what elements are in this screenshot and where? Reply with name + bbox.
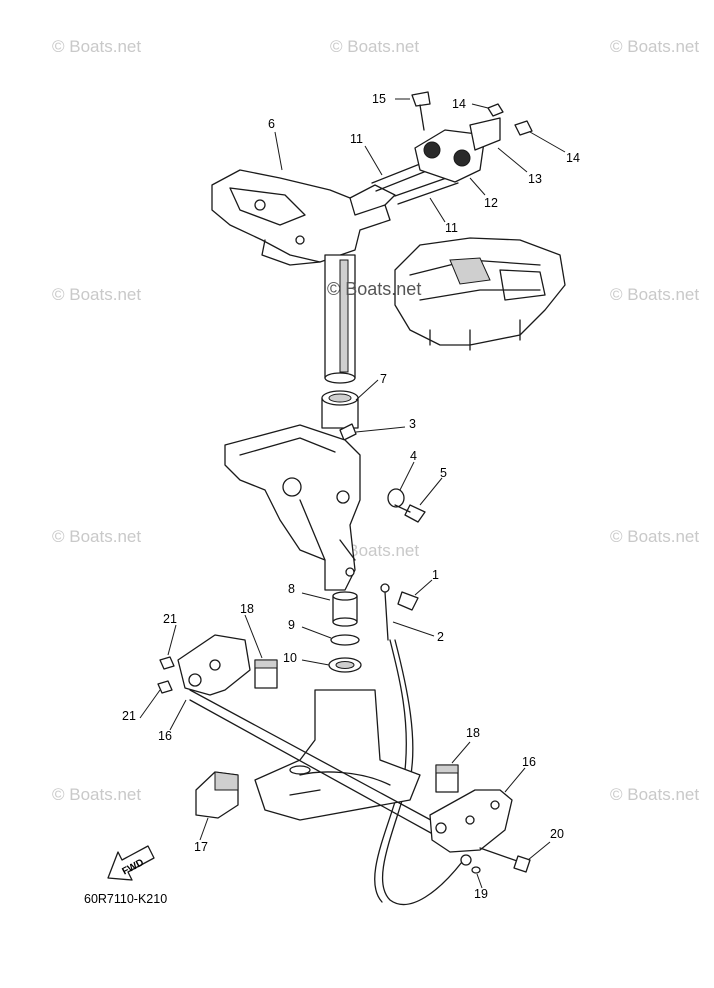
mount-rubber-assembly bbox=[414, 117, 501, 183]
callout-11-top: 11 bbox=[350, 132, 363, 146]
plate-3 bbox=[339, 423, 357, 441]
callout-8: 8 bbox=[288, 582, 295, 596]
callout-9: 9 bbox=[288, 618, 295, 632]
callout-13: 13 bbox=[528, 172, 542, 186]
callout-4: 4 bbox=[410, 449, 417, 463]
callout-12: 12 bbox=[484, 196, 498, 210]
callout-7: 7 bbox=[380, 372, 387, 386]
watermark-1: © Boats.net bbox=[52, 37, 141, 56]
fwd-arrow: FWD bbox=[107, 845, 155, 881]
nut-14-right bbox=[514, 120, 533, 136]
watermark-8: © Boats.net bbox=[610, 527, 699, 546]
callout-15: 15 bbox=[372, 92, 386, 106]
bushing-7 bbox=[321, 390, 359, 429]
bolt-1 bbox=[397, 591, 419, 611]
washer-4 bbox=[387, 488, 405, 508]
lower-casing bbox=[254, 689, 421, 821]
watermark-2: © Boats.net bbox=[330, 37, 419, 56]
callout-21-top: 21 bbox=[163, 612, 177, 626]
callout-16-right: 16 bbox=[522, 755, 536, 769]
center-watermark: © Boats.net bbox=[327, 279, 421, 299]
watermark-3: © Boats.net bbox=[610, 37, 699, 56]
upper-mount-bracket-left bbox=[177, 634, 251, 696]
watermark-5: © Boats.net bbox=[610, 285, 699, 304]
upper-mount-bracket-right bbox=[429, 789, 513, 853]
through-bolts bbox=[189, 689, 441, 839]
callout-5: 5 bbox=[440, 466, 447, 480]
watermark-6: © Boats.net bbox=[52, 527, 141, 546]
bolt-20 bbox=[479, 847, 531, 873]
callout-16-left: 16 bbox=[158, 729, 172, 743]
oil-seal-10 bbox=[328, 657, 362, 673]
callout-20: 20 bbox=[550, 827, 564, 841]
callout-19: 19 bbox=[474, 887, 488, 901]
callout-17: 17 bbox=[194, 840, 208, 854]
watermark-9: © Boats.net bbox=[52, 785, 141, 804]
callout-6: 6 bbox=[268, 117, 275, 131]
callout-18-left: 18 bbox=[240, 602, 254, 616]
callout-14-top: 14 bbox=[452, 97, 466, 111]
swivel-bracket bbox=[224, 424, 361, 591]
nut-21-upper bbox=[159, 656, 175, 670]
callout-2: 2 bbox=[437, 630, 444, 644]
watermark-10: © Boats.net bbox=[610, 785, 699, 804]
bushing-8 bbox=[332, 591, 358, 627]
nut-14-left bbox=[487, 103, 504, 117]
watermarks: © Boats.net © Boats.net © Boats.net © Bo… bbox=[52, 37, 699, 804]
watermark-4: © Boats.net bbox=[52, 285, 141, 304]
damper-17 bbox=[195, 771, 239, 819]
callout-1: 1 bbox=[432, 568, 439, 582]
washer-19 bbox=[471, 866, 481, 874]
callout-11-bottom: 11 bbox=[445, 221, 458, 235]
steering-arm bbox=[211, 169, 396, 266]
callout-10: 10 bbox=[283, 651, 297, 665]
callout-3: 3 bbox=[409, 417, 416, 431]
o-ring-9 bbox=[330, 634, 360, 646]
steering-shaft bbox=[324, 254, 356, 384]
callout-21-bottom: 21 bbox=[122, 709, 136, 723]
damper-18-left bbox=[254, 659, 278, 689]
damper-18-right bbox=[435, 764, 459, 793]
diagram-code: 60R7110-K210 bbox=[84, 892, 167, 906]
callouts: 6 15 14 14 13 12 11 11 7 3 4 5 1 2 8 9 1… bbox=[122, 92, 580, 901]
lower-mount-housing bbox=[394, 237, 566, 351]
callout-14-right: 14 bbox=[566, 151, 580, 165]
callout-18-right: 18 bbox=[466, 726, 480, 740]
nut-21-lower bbox=[157, 680, 173, 694]
bolt-5 bbox=[394, 504, 426, 523]
bolt-15 bbox=[411, 91, 431, 131]
leader-lines bbox=[139, 98, 566, 889]
